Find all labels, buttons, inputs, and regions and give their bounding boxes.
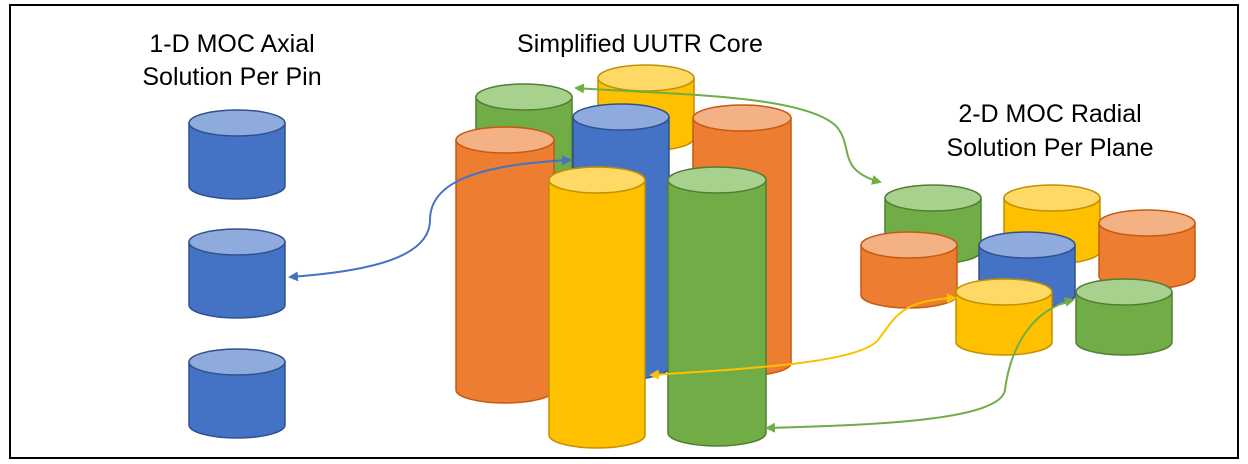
radial-title-line1: 2-D MOC Radial bbox=[958, 100, 1141, 128]
arrow-core-to-radial-green-bottom bbox=[765, 296, 1075, 433]
axial-pin-middle bbox=[188, 228, 286, 319]
core-pin-green-front bbox=[667, 166, 767, 447]
arrow-axial-to-core bbox=[288, 155, 572, 282]
core-title: Simplified UUTR Core bbox=[517, 30, 763, 58]
axial-title-line1: 1-D MOC Axial bbox=[149, 30, 314, 58]
arrow-core-to-radial-green-top bbox=[574, 83, 882, 185]
core-cylinders bbox=[455, 64, 792, 449]
connector-arrows bbox=[288, 83, 1075, 433]
axial-pin-stack bbox=[188, 109, 286, 439]
radial-pin-green-front bbox=[1075, 278, 1173, 356]
axial-title-line2: Solution Per Pin bbox=[142, 63, 321, 91]
radial-pin-yellow-front bbox=[955, 278, 1053, 356]
core-pin-yellow-front bbox=[548, 166, 646, 449]
core-pin-orange-left bbox=[455, 126, 555, 404]
radial-pin-orange-left bbox=[860, 231, 958, 309]
axial-pin-top bbox=[188, 109, 286, 200]
radial-pin-orange-right bbox=[1098, 209, 1196, 290]
radial-title-line2: Solution Per Plane bbox=[946, 134, 1153, 162]
axial-pin-bottom bbox=[188, 348, 286, 439]
